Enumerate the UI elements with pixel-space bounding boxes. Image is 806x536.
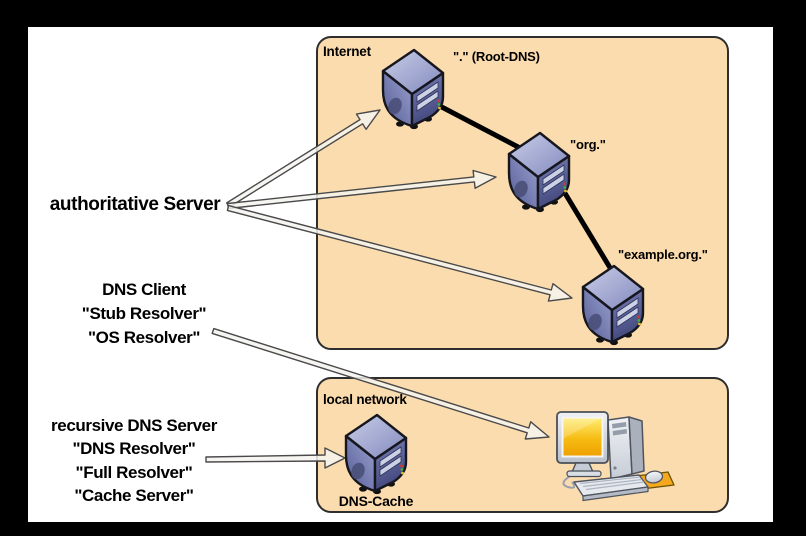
local-network-box-title: local network — [323, 392, 407, 407]
link-root-to-org — [434, 101, 522, 151]
arrow-authoritative-to-root — [225, 109, 381, 208]
dns-client-label-line1: DNS Client — [102, 280, 187, 299]
authoritative-server-label: authoritative Server — [50, 194, 221, 215]
link-org-to-example — [557, 183, 615, 273]
recursive-label-line4: "Cache Server" — [74, 486, 193, 505]
recursive-server-label-group: recursive DNS Server "DNS Resolver" "Ful… — [51, 416, 218, 505]
arrows — [205, 109, 573, 469]
example-org-label: "example.org." — [618, 247, 708, 262]
recursive-label-line3: "Full Resolver" — [76, 463, 193, 482]
recursive-label-line1: recursive DNS Server — [51, 416, 218, 435]
dns-client-label-line2: "Stub Resolver" — [82, 304, 206, 323]
recursive-label-line2: "DNS Resolver" — [73, 439, 196, 458]
internet-box-title: Internet — [323, 44, 372, 59]
org-label: "org." — [570, 137, 606, 152]
dns-client-label-group: DNS Client "Stub Resolver" "OS Resolver" — [82, 280, 207, 347]
arrow-recursive-to-cache — [205, 447, 346, 469]
root-dns-label: "." (Root-DNS) — [453, 49, 540, 64]
arrow-authoritative-to-example — [226, 204, 573, 302]
arrow-authoritative-to-org — [226, 169, 497, 210]
dns-client-label-line3: "OS Resolver" — [88, 328, 200, 347]
arrow-client-to-desktop — [211, 327, 550, 440]
dns-cache-label: DNS-Cache — [339, 493, 414, 509]
